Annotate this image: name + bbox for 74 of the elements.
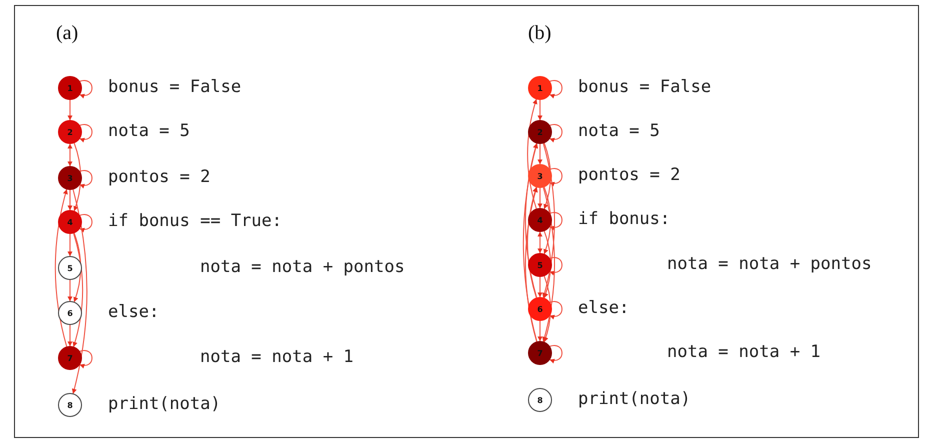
- node-circle: 5: [528, 253, 552, 277]
- arrow: [73, 142, 82, 212]
- arrow: [68, 324, 72, 346]
- node-circle: 7: [58, 346, 82, 370]
- arrow: [68, 144, 72, 166]
- code-line: nota = nota + pontos: [667, 254, 872, 274]
- panel-label: (a): [56, 22, 78, 45]
- arrow: [538, 320, 542, 342]
- node-circle: 4: [528, 208, 552, 232]
- arrow: [68, 234, 72, 256]
- node-circle: 1: [58, 76, 82, 100]
- code-line: nota = 5: [108, 121, 190, 141]
- empty-node-circle: 8: [528, 388, 552, 412]
- node-circle: 3: [528, 164, 552, 188]
- code-line: pontos = 2: [108, 167, 210, 187]
- code-line: nota = 5: [578, 121, 660, 141]
- node-circle: 3: [58, 166, 82, 190]
- arrow: [524, 143, 538, 298]
- self-loop-arrow: [549, 301, 562, 320]
- arrow: [522, 143, 538, 342]
- self-loop-arrow: [549, 345, 562, 364]
- node-circle: 6: [528, 297, 552, 321]
- self-loop-arrow: [79, 170, 92, 188]
- arrow: [542, 143, 556, 298]
- code-line: print(nota): [578, 389, 691, 409]
- arrow: [527, 186, 538, 298]
- self-loop-arrow: [549, 257, 562, 276]
- self-loop-arrow: [79, 80, 92, 98]
- code-line: if bonus == True:: [108, 211, 282, 231]
- arrow: [538, 100, 542, 120]
- arrow: [543, 230, 552, 298]
- code-line: else:: [578, 298, 630, 318]
- code-line: if bonus:: [578, 209, 670, 229]
- code-line: bonus = False: [108, 77, 242, 97]
- arrow: [68, 280, 72, 302]
- empty-node-circle: 6: [58, 301, 82, 325]
- node-circle: 4: [58, 210, 82, 234]
- code-line: print(nota): [108, 394, 221, 414]
- arrow: [68, 100, 72, 120]
- arrow: [527, 98, 538, 210]
- arrow: [542, 187, 556, 342]
- self-loop-arrow: [79, 350, 92, 368]
- code-line: nota = nota + 1: [667, 342, 821, 362]
- arrow: [543, 186, 552, 254]
- empty-node-circle: 5: [58, 256, 82, 280]
- arrow: [54, 189, 68, 347]
- arrow: [72, 232, 84, 348]
- arrow: [538, 188, 542, 208]
- code-line: nota = nota + pontos: [200, 257, 405, 277]
- arrow: [543, 142, 552, 210]
- code-line: nota = nota + 1: [200, 347, 354, 367]
- arrow: [543, 276, 552, 342]
- code-line: pontos = 2: [578, 165, 680, 185]
- self-loop-arrow: [79, 124, 92, 142]
- node-circle: 2: [528, 120, 552, 144]
- arrow: [72, 189, 88, 394]
- arrow: [538, 276, 542, 298]
- self-loop-arrow: [549, 212, 562, 230]
- node-circle: 1: [528, 76, 552, 100]
- arrow: [68, 190, 72, 210]
- arrow: [538, 144, 542, 164]
- self-loop-arrow: [549, 168, 562, 186]
- panel-label: (b): [528, 22, 552, 45]
- arrow: [73, 232, 82, 302]
- self-loop-arrow: [79, 214, 92, 232]
- arrow: [524, 187, 538, 342]
- code-line: bonus = False: [578, 77, 712, 97]
- code-line: else:: [108, 302, 160, 322]
- self-loop-arrow: [549, 124, 562, 142]
- node-circle: 2: [58, 120, 82, 144]
- self-loop-arrow: [549, 80, 562, 98]
- arrow: [538, 232, 542, 254]
- node-circle: 7: [528, 341, 552, 365]
- empty-node-circle: 8: [58, 393, 82, 417]
